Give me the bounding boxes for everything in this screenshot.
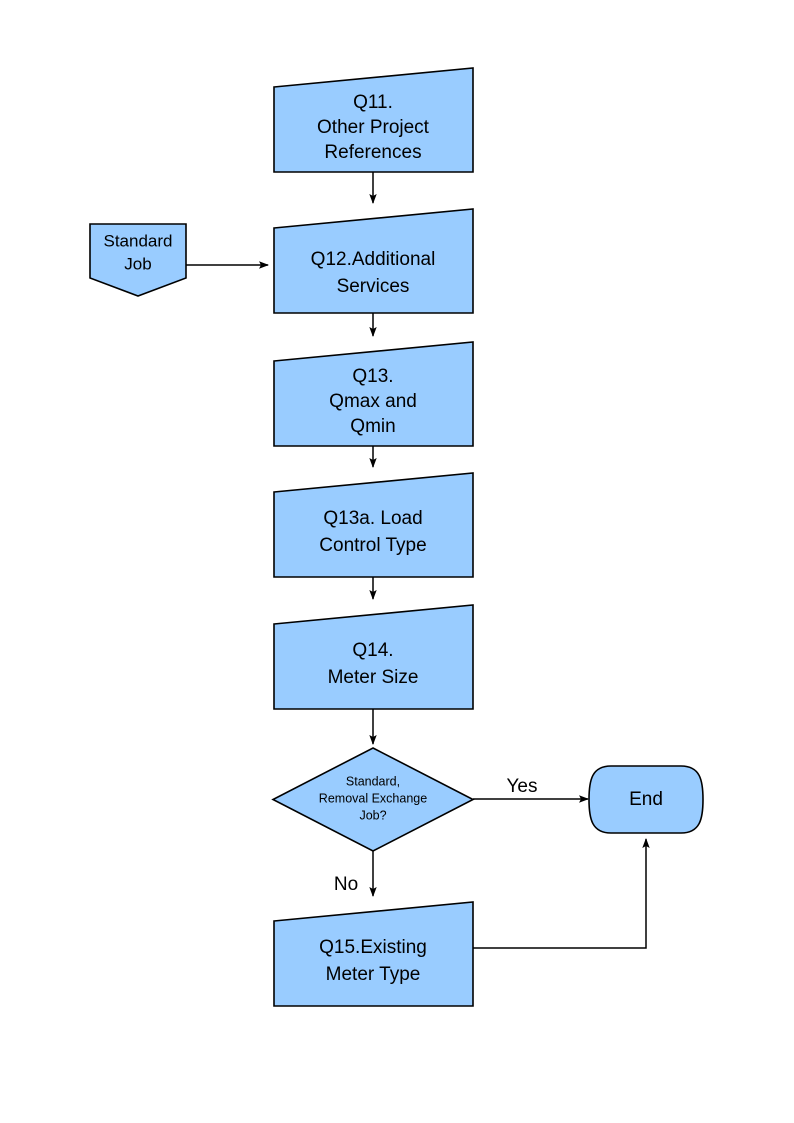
q13a-shape[interactable] (273, 472, 474, 578)
q15-label-line1: Q15.Existing (319, 937, 427, 958)
q11-label-line1: Q11. (353, 92, 393, 113)
q12-label-line2: Services (337, 276, 410, 297)
node-q13[interactable]: Q13. Qmax and Qmin (273, 341, 474, 447)
q11-label-line2: Other Project (317, 117, 430, 138)
node-q12[interactable]: Q12.Additional Services (273, 208, 474, 314)
node-decision[interactable]: Standard, Removal Exchange Job? (271, 747, 475, 852)
q13a-label-line2: Control Type (319, 535, 426, 556)
node-q11[interactable]: Q11. Other Project References (273, 67, 474, 173)
decision-label-line3: Job? (359, 808, 386, 822)
q13-label-line3: Qmin (350, 416, 395, 437)
standard-job-shape[interactable] (89, 223, 187, 297)
q15-label-line2: Meter Type (326, 964, 421, 985)
q13a-label-line1: Q13a. Load (323, 508, 422, 529)
decision-shape[interactable] (271, 747, 475, 852)
node-standard-job[interactable]: Standard Job (89, 223, 187, 297)
edge-q15-to-end (473, 838, 650, 949)
q14-shape[interactable] (273, 604, 474, 710)
edge-label-yes: Yes (507, 776, 538, 797)
decision-label-line2: Removal Exchange (319, 791, 427, 805)
q13-label-line1: Q13. (352, 366, 393, 387)
node-end[interactable]: End (588, 765, 704, 834)
q11-label-line3: References (324, 142, 421, 163)
standard-job-label-line1: Standard (104, 231, 173, 250)
q14-label-line2: Meter Size (328, 667, 419, 688)
node-q14[interactable]: Q14. Meter Size (273, 604, 474, 710)
q14-label-line1: Q14. (352, 640, 393, 661)
q13-shape[interactable] (273, 341, 474, 447)
q12-shape[interactable] (273, 208, 474, 314)
node-q15[interactable]: Q15.Existing Meter Type (273, 901, 474, 1007)
q15-shape[interactable] (273, 901, 474, 1007)
q11-shape[interactable] (273, 67, 474, 173)
node-q13a[interactable]: Q13a. Load Control Type (273, 472, 474, 578)
q12-label-line1: Q12.Additional (311, 249, 436, 270)
standard-job-label-line2: Job (124, 254, 151, 273)
end-shape[interactable] (588, 765, 704, 834)
end-label: End (629, 789, 663, 810)
decision-label-line1: Standard, (346, 774, 400, 788)
q13-label-line2: Qmax and (329, 391, 417, 412)
edge-label-no: No (334, 874, 358, 895)
